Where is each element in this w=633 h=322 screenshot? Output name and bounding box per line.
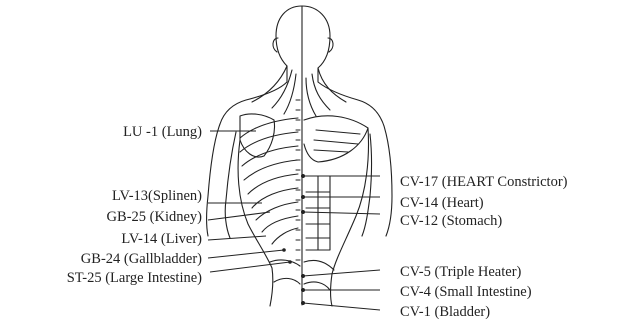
label-gb-25: GB-25 (Kidney) — [107, 209, 203, 225]
arm-right — [362, 126, 392, 236]
body-figure — [207, 6, 393, 306]
label-lv-14: LV-14 (Liver) — [121, 231, 202, 247]
label-lv-13: LV-13(Splinen) — [112, 188, 202, 204]
labels-right: CV-17 (HEART Constrictor) CV-14 (Heart) … — [400, 174, 568, 320]
arm-left — [207, 124, 237, 238]
label-cv-17: CV-17 (HEART Constrictor) — [400, 174, 568, 190]
leader-lv-14 — [208, 236, 266, 240]
label-cv-12: CV-12 (Stomach) — [400, 213, 502, 229]
torso-right-side — [331, 128, 369, 306]
neck-muscles-right — [306, 68, 346, 116]
leader-cv-5 — [303, 270, 380, 276]
leader-cv-12 — [303, 212, 380, 214]
spine — [296, 100, 300, 260]
label-lu-1: LU -1 (Lung) — [123, 124, 202, 140]
label-gb-24: GB-24 (Gallbladder) — [81, 251, 202, 267]
label-st-25: ST-25 (Large Intestine) — [67, 270, 202, 286]
pectoral-right — [304, 116, 368, 162]
label-cv-14: CV-14 (Heart) — [400, 195, 484, 211]
scapula-left — [240, 114, 275, 157]
label-cv-4: CV-4 (Small Intestine) — [400, 284, 532, 300]
labels-left: LU -1 (Lung) LV-13(Splinen) GB-25 (Kidne… — [67, 124, 202, 286]
leader-st-25 — [210, 262, 290, 272]
leader-gb-24 — [208, 250, 284, 258]
leader-cv-1 — [303, 303, 380, 310]
label-cv-5: CV-5 (Triple Heater) — [400, 264, 522, 280]
label-cv-1: CV-1 (Bladder) — [400, 304, 490, 320]
